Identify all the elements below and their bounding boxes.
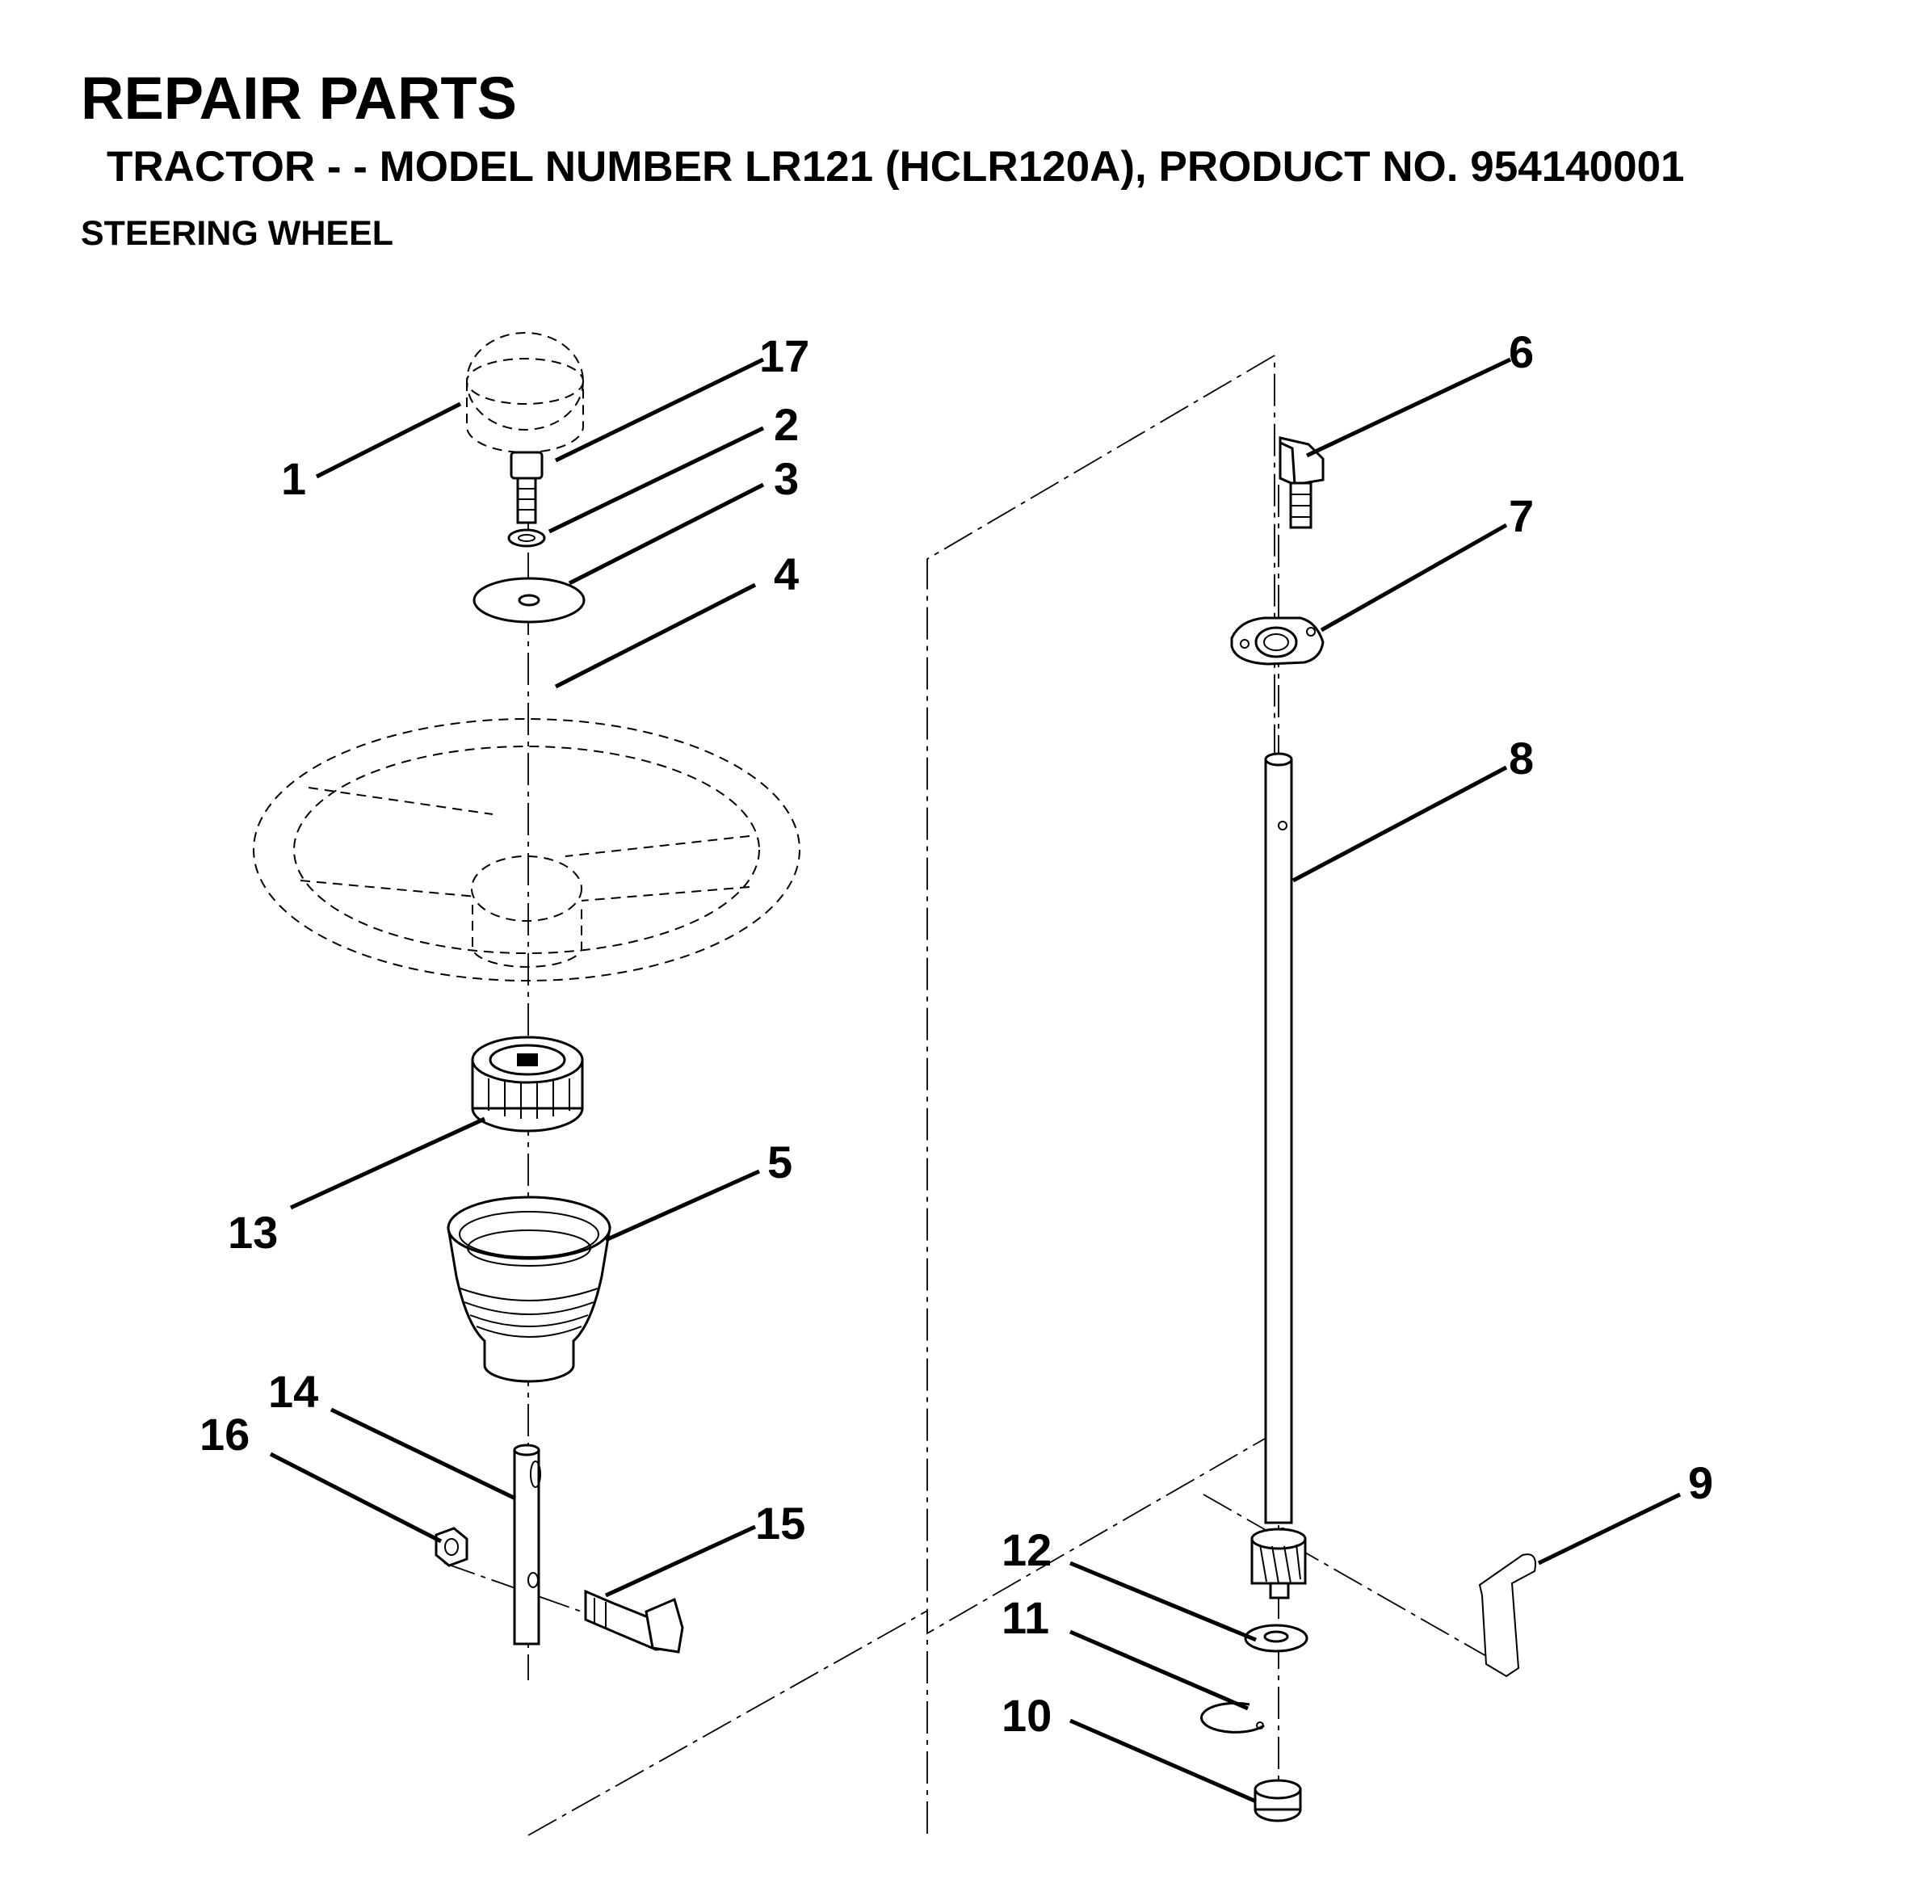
callout-16: 16 bbox=[200, 1409, 250, 1460]
bushing-part-10 bbox=[1254, 1779, 1302, 1822]
callout-2: 2 bbox=[774, 399, 799, 450]
section-title: STEERING WHEEL bbox=[81, 214, 394, 253]
callout-7: 7 bbox=[1509, 490, 1534, 541]
hex-nut-part-16 bbox=[435, 1527, 468, 1567]
callout-1: 1 bbox=[281, 453, 306, 504]
page-subtitle: TRACTOR - - MODEL NUMBER LR121 (HCLR120A… bbox=[107, 143, 1685, 191]
spring-clip-part-9 bbox=[1478, 1553, 1536, 1678]
shaft-part-14 bbox=[513, 1444, 541, 1646]
page-title: REPAIR PARTS bbox=[81, 65, 517, 132]
callout-15: 15 bbox=[755, 1498, 805, 1549]
splined-adapter-part-13 bbox=[471, 1036, 584, 1133]
phantom-plane-outline bbox=[527, 355, 1275, 1836]
flat-washer-part-3 bbox=[472, 577, 586, 624]
bolt-part-17 bbox=[510, 451, 544, 524]
callout-10: 10 bbox=[1002, 1690, 1052, 1741]
callout-4: 4 bbox=[774, 549, 799, 599]
bolt-part-15 bbox=[584, 1589, 684, 1654]
callout-13: 13 bbox=[228, 1207, 278, 1258]
callout-6: 6 bbox=[1509, 326, 1534, 377]
callout-3: 3 bbox=[774, 453, 799, 504]
callout-numbers: 1 17 2 3 4 6 7 8 13 5 14 16 15 9 12 11 1… bbox=[200, 326, 1713, 1741]
pin-axis-9 bbox=[1203, 1494, 1487, 1657]
steering-shaft-part-8 bbox=[1264, 752, 1293, 1537]
retaining-ring-part-11 bbox=[1200, 1701, 1265, 1734]
callout-9: 9 bbox=[1688, 1457, 1713, 1508]
steering-cap-part-1 bbox=[466, 332, 584, 453]
steering-wheel-part-4 bbox=[253, 718, 800, 981]
steering-bushing-part-5 bbox=[447, 1196, 611, 1383]
washer-part-12 bbox=[1244, 1624, 1308, 1653]
lock-washer-part-2 bbox=[507, 528, 546, 548]
bolt-axis-15 bbox=[443, 1562, 582, 1612]
callout-17: 17 bbox=[759, 330, 809, 381]
callout-11: 11 bbox=[1002, 1592, 1049, 1643]
callout-12: 12 bbox=[1002, 1524, 1052, 1575]
callout-8: 8 bbox=[1509, 733, 1534, 784]
callout-5: 5 bbox=[767, 1137, 792, 1187]
bolt-part-6 bbox=[1279, 436, 1325, 529]
pinion-gear bbox=[1250, 1528, 1307, 1599]
callout-14: 14 bbox=[268, 1366, 318, 1417]
flange-bearing-part-7 bbox=[1230, 616, 1325, 666]
leader-lines bbox=[269, 357, 1682, 1804]
